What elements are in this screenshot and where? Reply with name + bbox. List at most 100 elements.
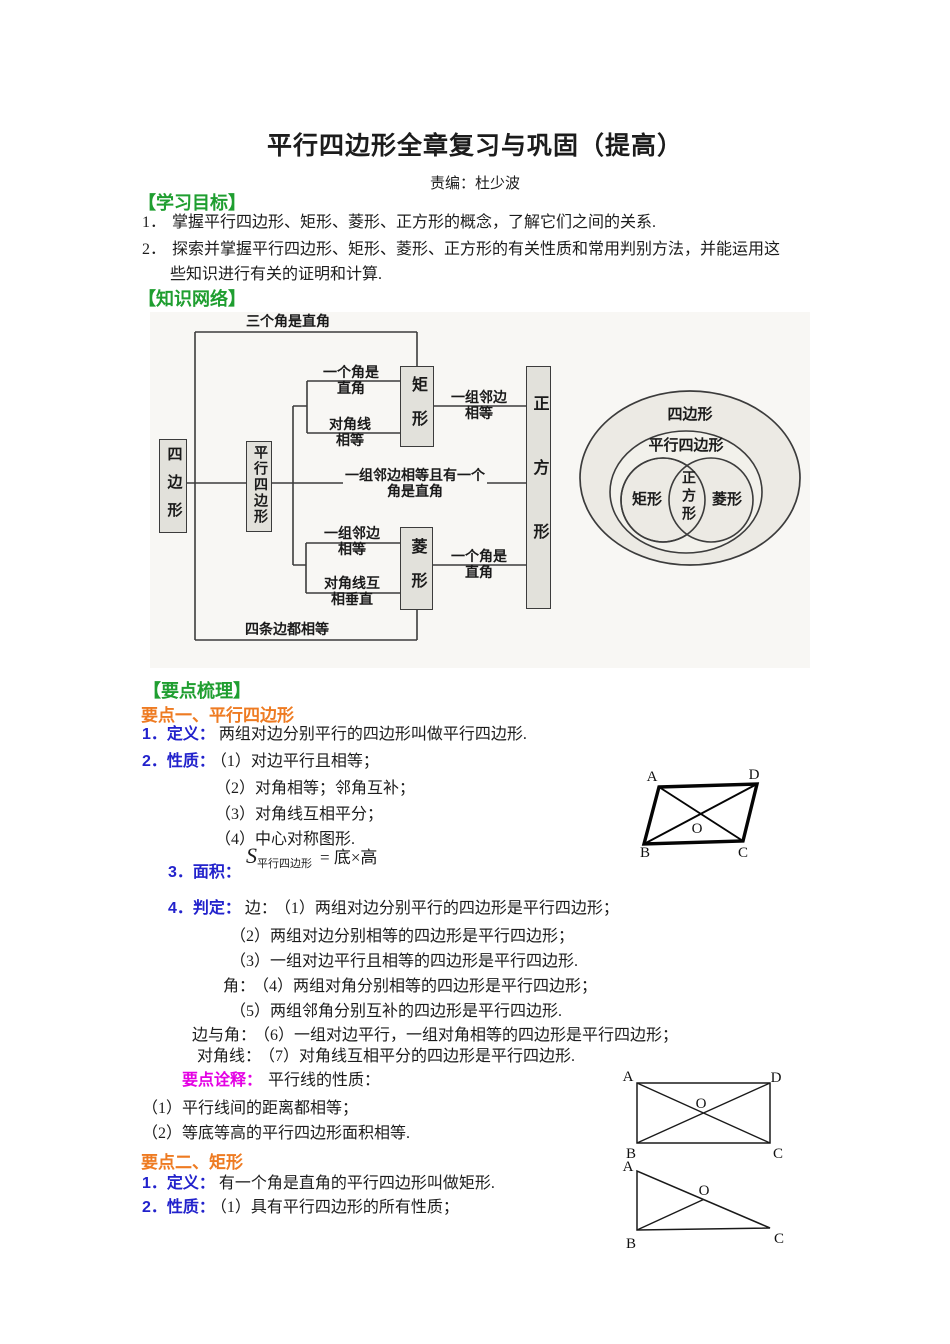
vertex-label-A: A	[647, 769, 658, 785]
label-row: 一个角是	[323, 366, 379, 381]
venn-diagram-shapes	[579, 390, 801, 566]
property-label: 2．性质：	[142, 1199, 215, 1216]
venn-label-rectangle: 矩形	[631, 492, 663, 508]
vertex-label-D: D	[771, 1070, 782, 1086]
label-row: 相垂直	[331, 593, 373, 608]
midpoint-label-O: O	[699, 1183, 710, 1199]
topic2-definition-line: 1．定义：有一个角是直角的平行四边形叫做矩形.	[142, 1174, 495, 1194]
topic2-title: 要点二、矩形	[141, 1153, 243, 1172]
label-row: 角是直角	[387, 485, 443, 500]
rectangle-diagonals	[636, 1082, 771, 1144]
label-row: 对角线互	[324, 577, 380, 592]
vertex-label-B: B	[640, 845, 650, 861]
topic1-property-2: （2）对角相等；邻角互补；	[215, 780, 416, 797]
label-row: 直角	[465, 566, 493, 581]
judge-label: 4．判定：	[168, 900, 241, 917]
topic1-judge-line-6: 边与角： （6）一组对边平行，一组对角相等的四边形是平行四边形；	[192, 1026, 678, 1046]
goal-item-1-number: 1．	[142, 214, 167, 231]
topic1-note-1: （1）平行线间的距离都相等；	[142, 1100, 359, 1117]
goal-item-1: 1． 掌握平行四边形、矩形、菱形、正方形的概念，了解它们之间的关系.	[142, 213, 656, 233]
topic1-note-line: 要点诠释： 平行线的性质：	[182, 1071, 380, 1091]
area-label: 3．面积：	[168, 864, 241, 881]
flowchart-label-adjacent-sides-equal-top: 一组邻边 相等	[451, 391, 507, 423]
venn-left-circle-outline	[620, 457, 706, 543]
venn-label-square: 正方形	[680, 470, 695, 524]
judge-side-angle-label: 边与角：	[192, 1027, 257, 1044]
vertex-label-D: D	[749, 767, 760, 783]
judge-6-text: （6）一组对边平行，一组对角相等的四边形是平行四边形；	[262, 1027, 679, 1044]
byline: 责编：杜少波	[429, 176, 520, 192]
topic2-property-line-1: 2．性质：（1）具有平行四边形的所有性质；	[142, 1198, 459, 1218]
parallelogram-diagonals	[643, 783, 758, 845]
topic1-title: 要点一、平行四边形	[141, 706, 294, 725]
label-row: 一组邻边	[451, 391, 507, 406]
venn-right-circle	[668, 457, 754, 543]
vertex-label-B: B	[626, 1146, 636, 1162]
goal-item-2: 2． 探索并掌握平行四边形、矩形、菱形、正方形的有关性质和常用判别方法，并能运用这	[142, 240, 780, 260]
vertex-label-A: A	[623, 1159, 634, 1175]
formula-S: S	[246, 843, 257, 868]
vertex-label-A: A	[623, 1069, 634, 1085]
center-label-O: O	[692, 821, 703, 837]
flowchart-label-diagonals-equal: 对角线 相等	[329, 418, 371, 450]
goal-item-2-continuation: 些知识进行有关的证明和计算.	[170, 266, 383, 283]
topic1-judge-line-4: 角： （4）两组对角分别相等的四边形是平行四边形；	[223, 977, 597, 997]
section-heading-network: 【知识网络】	[138, 289, 246, 309]
flowchart-node-rhombus: 菱形	[400, 527, 433, 610]
flowchart-connector-lines	[187, 331, 526, 641]
goal-item-2-number: 2．	[142, 241, 167, 258]
section-heading-goals: 【学习目标】	[138, 193, 246, 213]
flowchart-label-one-right-angle-bottom: 一个角是 直角	[451, 550, 507, 582]
judge-4-text: （4）两组对角分别相等的四边形是平行四边形；	[261, 978, 598, 995]
venn-label-rhombus: 菱形	[711, 492, 743, 508]
label-row: 相等	[336, 434, 364, 449]
topic1-note-2: （2）等底等高的平行四边形面积相等.	[142, 1125, 411, 1142]
definition-label: 1．定义：	[142, 726, 215, 743]
judge-side-label: 边：	[244, 900, 277, 917]
definition-label: 1．定义：	[142, 1175, 215, 1192]
goal-item-2-text: 探索并掌握平行四边形、矩形、菱形、正方形的有关性质和常用判别方法，并能运用这	[172, 241, 781, 258]
vertex-label-C: C	[773, 1146, 783, 1162]
right-triangle-figure: A B C O	[623, 1159, 784, 1252]
label-row: 对角线	[329, 418, 371, 433]
parallelogram-figure: A D B C O	[640, 767, 760, 861]
property-label: 2．性质：	[142, 753, 215, 770]
note-text: 平行线的性质：	[268, 1072, 381, 1089]
area-formula: S平行四边形= 底×高	[246, 843, 377, 871]
flowchart-node-quadrilateral: 四边形	[159, 439, 187, 533]
flowchart-node-rectangle: 矩形	[400, 366, 434, 447]
topic1-judge-line-7: 对角线：（7）对角线互相平分的四边形是平行四边形.	[197, 1047, 575, 1067]
vertex-label-B: B	[626, 1236, 636, 1252]
formula-subscript: 平行四边形	[257, 858, 312, 871]
rectangle-outline	[636, 1082, 771, 1144]
topic1-property-line-1: 2．性质：（1）对边平行且相等；	[142, 752, 379, 772]
judge-angle-label: 角：	[223, 978, 256, 995]
vertex-label-C: C	[738, 845, 748, 861]
label-row: 一个角是	[451, 550, 507, 565]
label-row: 直角	[337, 382, 365, 397]
topic1-definition-line: 1．定义：两组对边分别平行的四边形叫做平行四边形.	[142, 725, 527, 745]
label-row: 相等	[465, 407, 493, 422]
label-row: 一组邻边	[324, 527, 380, 542]
goal-item-1-text: 掌握平行四边形、矩形、菱形、正方形的概念，了解它们之间的关系.	[172, 214, 657, 231]
page-title: 平行四边形全章复习与巩固（提高）	[266, 133, 683, 160]
judge-1-text: （1）两组对边分别平行的四边形是平行四边形；	[282, 900, 619, 917]
section-heading-outline: 【要点梳理】	[143, 681, 251, 701]
label-row: 一组邻边相等且有一个	[345, 469, 485, 484]
rectangle-figure: A D B C O	[623, 1069, 783, 1162]
flowchart-label-middle-condition: 一组邻边相等且有一个 角是直角	[345, 469, 485, 501]
flowchart-label-three-right-angles: 三个角是直角	[246, 315, 330, 330]
judge-diagonal-label: 对角线：	[197, 1048, 262, 1065]
center-label-O: O	[696, 1096, 707, 1112]
property-1-text: （1）对边平行且相等；	[218, 753, 379, 770]
note-label: 要点诠释：	[182, 1072, 263, 1089]
topic1-property-4: （4）中心对称图形.	[215, 831, 356, 848]
flowchart-node-square: 正方形	[526, 366, 551, 609]
topic1-judge-line-1: 4．判定：边： （1）两组对边分别平行的四边形是平行四边形；	[168, 899, 619, 919]
flowchart-and-venn-canvas	[187, 331, 801, 641]
flowchart-label-four-equal-sides: 四条边都相等	[245, 623, 329, 638]
flowchart-label-adjacent-sides-equal-bottom: 一组邻边 相等	[324, 527, 380, 559]
definition-text: 有一个角是直角的平行四边形叫做矩形.	[218, 1175, 495, 1192]
topic1-judge-5: （5）两组邻角分别互补的四边形是平行四边形.	[230, 1003, 563, 1020]
